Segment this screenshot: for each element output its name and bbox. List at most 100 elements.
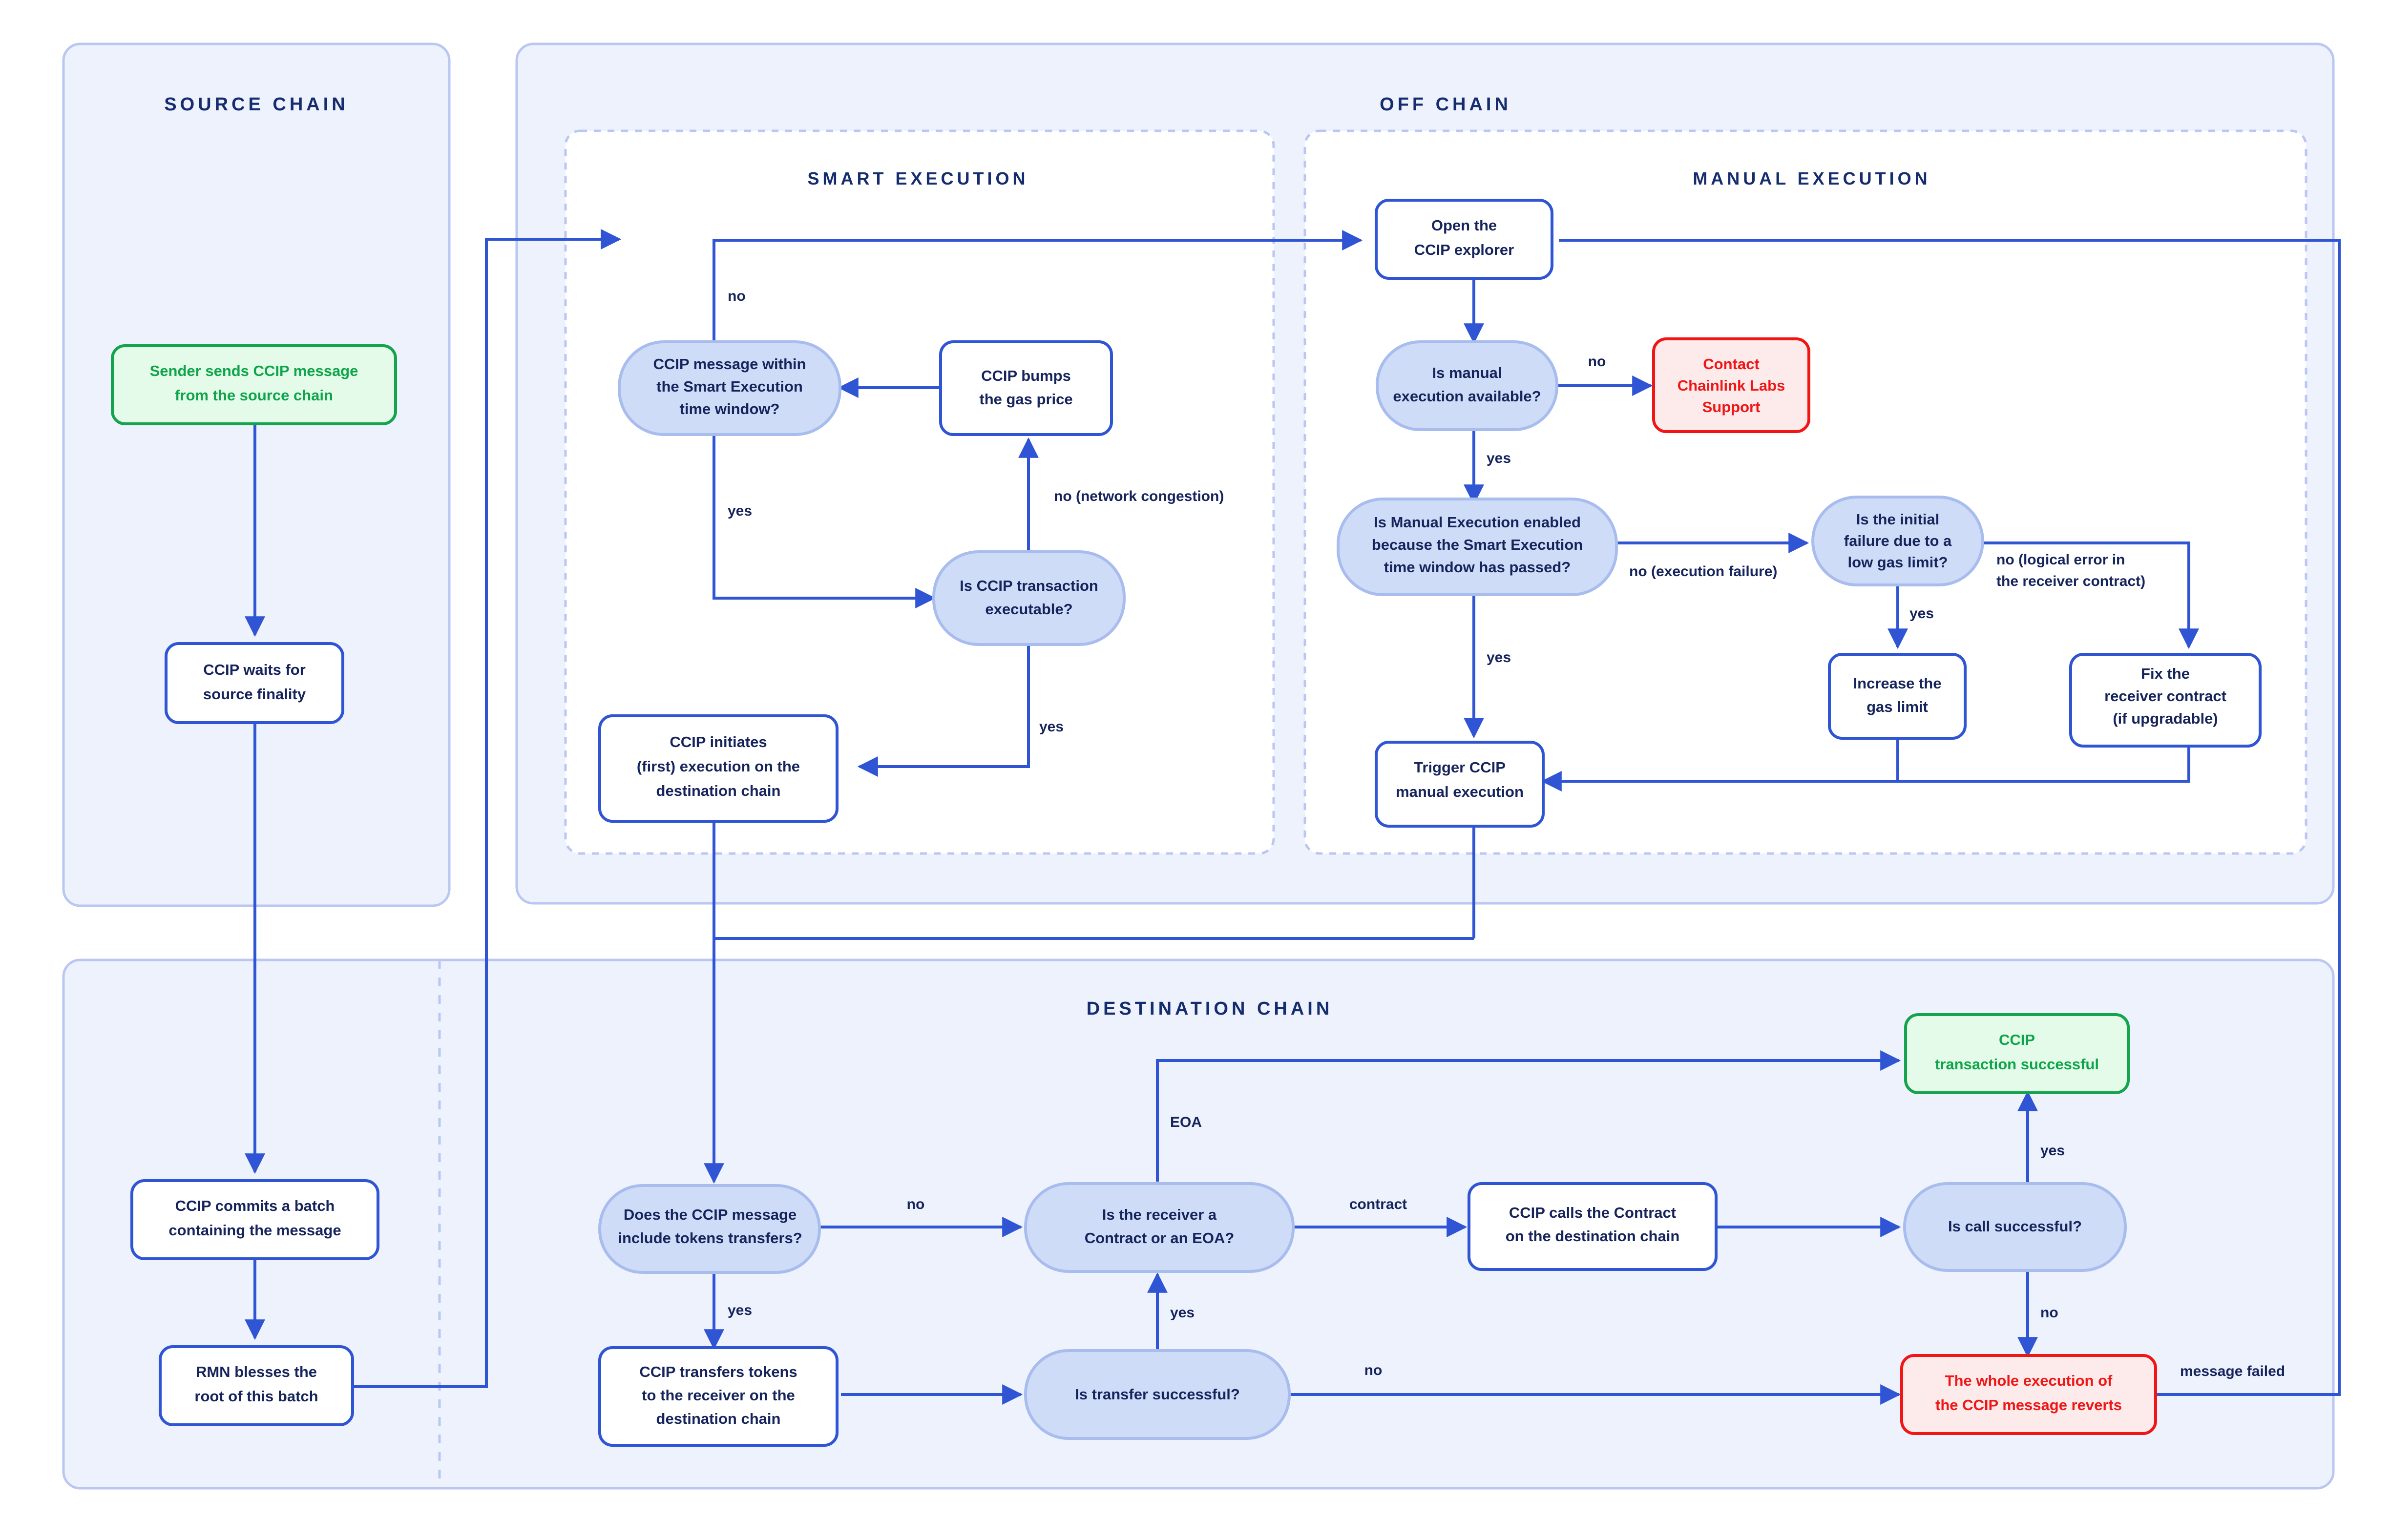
node-call-successful-line-0: Is call successful? [1948,1218,2082,1235]
node-within-window[interactable]: CCIP message within the Smart Execution … [618,340,841,436]
node-receiver-kind-line-1: Contract or an EOA? [1085,1229,1235,1247]
edge-label-logical-error-line2: the receiver contract) [1996,573,2145,589]
node-increase-gas-line-1: gas limit [1867,698,1928,715]
node-sender-sends[interactable]: Sender sends CCIP message from the sourc… [111,344,397,425]
node-initial-failure-gas-line-1: failure due to a [1844,532,1952,549]
node-fix-receiver-line-2: (if upgradable) [2113,710,2218,727]
node-transfers-tokens[interactable]: CCIP transfers tokens to the receiver on… [598,1346,839,1447]
node-trigger-manual-line-1: manual execution [1396,783,1524,800]
node-manual-enabled-line-1: because the Smart Execution [1372,536,1583,553]
node-initial-failure-gas-line-2: low gas limit? [1848,554,1948,571]
edge-label-transfer-yes: yes [1170,1305,1195,1321]
node-tx-successful-line-1: transaction successful [1935,1056,2099,1073]
node-tx-successful[interactable]: CCIP transaction successful [1904,1013,2130,1094]
edge-within-window-yes [713,433,936,608]
node-include-tokens-line-0: Does the CCIP message [624,1206,797,1223]
node-initial-failure-gas-line-0: Is the initial [1856,511,1940,528]
node-manual-enabled-line-0: Is Manual Execution enabled [1374,514,1581,531]
node-within-window-line-0: CCIP message within [653,355,806,373]
node-tx-executable[interactable]: Is CCIP transaction executable? [932,550,1126,646]
node-transfer-successful[interactable]: Is transfer successful? [1024,1349,1291,1440]
edge-label-within-window-no: no [728,288,746,304]
lane-title-off-chain: OFF CHAIN [1380,94,1511,115]
node-open-explorer[interactable]: Open the CCIP explorer [1375,199,1553,280]
edge-label-receiver-contract: contract [1349,1196,1407,1212]
node-sender-sends-line-1: from the source chain [175,387,333,404]
node-waits-finality[interactable]: CCIP waits for source finality [165,642,344,724]
node-whole-reverts-line-0: The whole execution of [1945,1372,2113,1389]
node-manual-enabled[interactable]: Is Manual Execution enabled because the … [1337,498,1618,596]
edge-label-message-failed: message failed [2180,1363,2285,1379]
node-whole-reverts[interactable]: The whole execution of the CCIP message … [1900,1354,2157,1435]
edge-label-call-no: no [2040,1305,2058,1321]
node-initial-failure-gas[interactable]: Is the initial failure due to a low gas … [1811,496,1984,586]
node-initiates-exec-line-0: CCIP initiates [670,733,767,750]
edge-label-low-gas-yes: yes [1909,605,1934,622]
edges-layer [245,229,2341,1405]
edge-label-logical-error-line1: no (logical error in [1996,552,2125,568]
node-calls-contract[interactable]: CCIP calls the Contract on the destinati… [1468,1182,1718,1271]
node-initiates-exec[interactable]: CCIP initiates (first) execution on the … [598,714,839,823]
lane-manual-execution: MANUAL EXECUTION [1303,129,2307,855]
edge-fix-receiver-to-trigger [1543,746,2190,783]
edge-label-tokens-no: no [907,1196,925,1212]
node-receiver-kind[interactable]: Is the receiver a Contract or an EOA? [1024,1182,1295,1273]
edge-label-manual-enabled-yes: yes [1487,649,1511,666]
lane-title-source-chain: SOURCE CHAIN [164,94,348,115]
node-rmn-blesses-line-1: root of this batch [194,1388,318,1405]
node-contact-support-line-0: Contact [1703,355,1759,373]
lane-title-smart-execution: SMART EXECUTION [807,168,1028,188]
node-sender-sends-line-0: Sender sends CCIP message [150,362,358,379]
node-manual-available[interactable]: Is manual execution available? [1376,340,1558,431]
node-within-window-line-1: the Smart Execution [656,378,803,395]
node-commits-batch[interactable]: CCIP commits a batch containing the mess… [130,1179,379,1260]
node-calls-contract-line-1: on the destination chain [1506,1228,1680,1245]
edge-message-failed [1559,239,2341,1396]
node-transfers-tokens-line-2: destination chain [656,1410,781,1427]
node-call-successful[interactable]: Is call successful? [1903,1182,2127,1272]
node-include-tokens-line-1: include tokens transfers? [618,1229,802,1247]
node-fix-receiver-line-1: receiver contract [2104,687,2226,705]
node-rmn-blesses[interactable]: RMN blesses the root of this batch [159,1345,354,1426]
edge-label-manual-available-yes: yes [1487,450,1511,466]
edge-initial-failure-no [1983,541,2199,649]
lane-smart-execution: SMART EXECUTION [564,129,1275,855]
node-tx-executable-line-0: Is CCIP transaction [960,577,1098,594]
node-increase-gas-line-0: Increase the [1853,675,1942,692]
node-trigger-manual[interactable]: Trigger CCIP manual execution [1375,741,1545,828]
node-manual-available-line-0: Is manual [1432,364,1502,381]
node-waits-finality-line-0: CCIP waits for [203,661,306,678]
edge-label-tx-executable-yes: yes [1039,719,1064,735]
node-bumps-gas-line-0: CCIP bumps [981,367,1071,384]
node-rmn-blesses-line-0: RMN blesses the [196,1363,317,1380]
node-fix-receiver[interactable]: Fix the receiver contract (if upgradable… [2069,653,2262,748]
edge-label-tokens-yes: yes [728,1302,752,1318]
edge-tx-executable-yes [857,645,1030,777]
node-manual-available-line-1: execution available? [1393,388,1541,405]
edge-label-transfer-no: no [1364,1362,1383,1378]
node-transfers-tokens-line-0: CCIP transfers tokens [639,1363,797,1380]
node-initiates-exec-line-2: destination chain [656,782,781,799]
node-bumps-gas[interactable]: CCIP bumps the gas price [939,340,1113,436]
edge-within-window-no [713,230,1363,343]
node-manual-enabled-line-2: time window has passed? [1384,559,1571,576]
node-bumps-gas-line-1: the gas price [979,391,1072,408]
node-contact-support[interactable]: Contact Chainlink Labs Support [1652,337,1810,433]
node-tx-successful-line-0: CCIP [1999,1031,2035,1048]
edge-label-network-congestion: no (network congestion) [1054,488,1224,504]
lane-title-destination-chain: DESTINATION CHAIN [1087,999,1333,1019]
node-include-tokens[interactable]: Does the CCIP message include tokens tra… [598,1184,821,1274]
node-tx-executable-line-1: executable? [985,601,1072,618]
node-contact-support-line-1: Chainlink Labs [1678,377,1785,394]
edge-label-execution-failure: no (execution failure) [1629,563,1777,580]
node-receiver-kind-line-0: Is the receiver a [1102,1206,1217,1223]
node-trigger-manual-line-0: Trigger CCIP [1414,759,1506,776]
node-within-window-line-2: time window? [680,400,780,417]
node-increase-gas[interactable]: Increase the gas limit [1828,653,1967,740]
edge-label-call-yes: yes [2040,1143,2065,1159]
node-whole-reverts-line-1: the CCIP message reverts [1935,1396,2122,1414]
node-open-explorer-line-1: CCIP explorer [1414,241,1514,258]
edge-label-receiver-eoa: EOA [1170,1114,1202,1130]
node-transfers-tokens-line-1: to the receiver on the [642,1387,795,1404]
